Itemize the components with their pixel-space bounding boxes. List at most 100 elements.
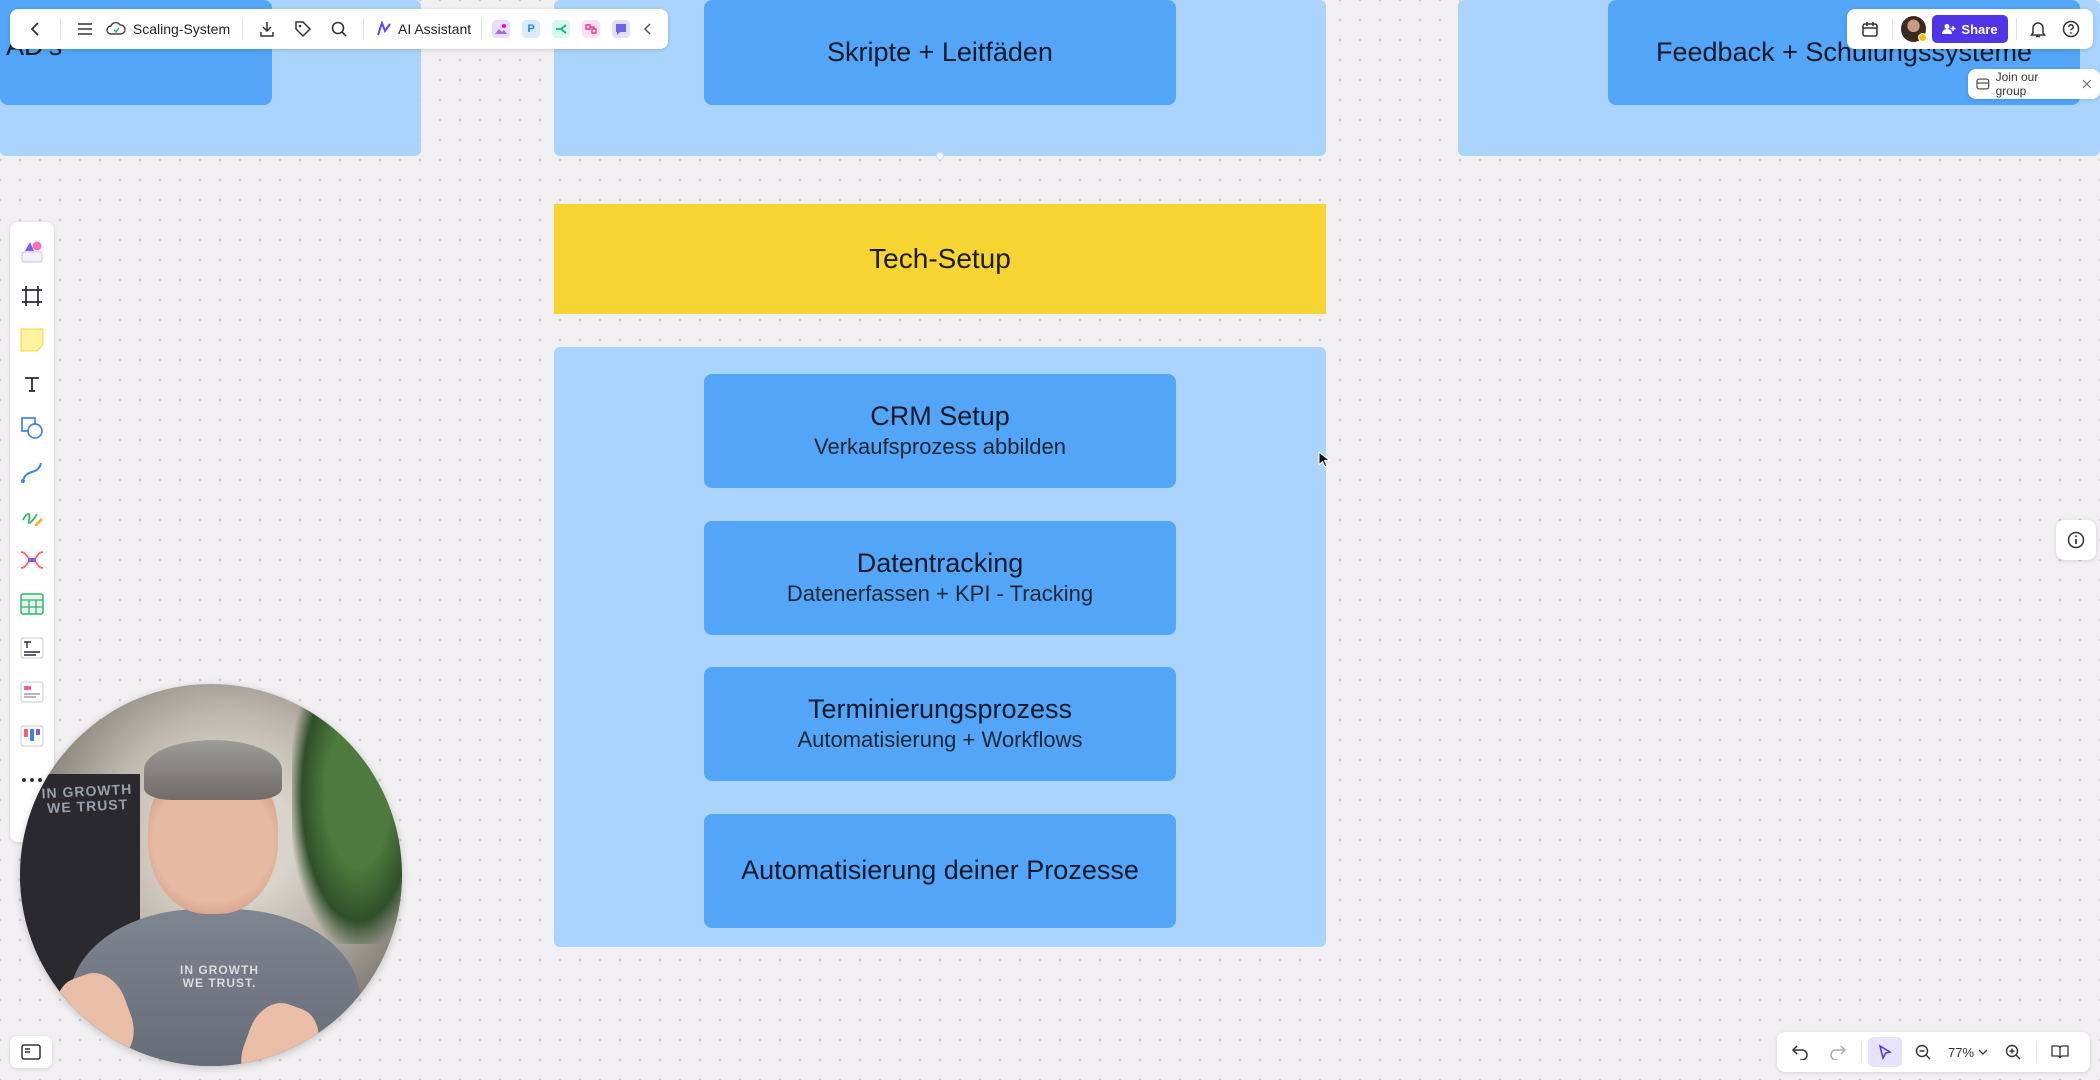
card-subtitle: Datenerfassen + KPI - Tracking	[786, 581, 1094, 607]
text-tool[interactable]	[15, 367, 49, 401]
card-subtitle: Verkaufsprozess abbilden	[814, 434, 1066, 460]
board-panel-button[interactable]	[10, 1036, 52, 1068]
text-icon	[25, 377, 39, 392]
webcam-shirt-text: IN GROWTH WE TRUST.	[180, 963, 259, 990]
connector-line-icon	[21, 462, 42, 483]
card-title: Datentracking	[856, 548, 1024, 579]
ai-sparkle-icon	[377, 21, 391, 36]
card-tool[interactable]	[15, 675, 49, 709]
document-icon	[20, 637, 44, 659]
download-icon	[260, 22, 274, 37]
help-icon	[2063, 20, 2080, 38]
zoom-level[interactable]: 77%	[1944, 1045, 1992, 1060]
share-label: Share	[1961, 21, 1998, 37]
sticky-note-tool[interactable]	[15, 323, 49, 357]
p-app-icon[interactable]: P	[522, 20, 541, 38]
sidebar-panel-icon	[21, 1044, 41, 1060]
cloud-sync-icon	[103, 13, 129, 45]
section-header-tech-setup[interactable]: Tech-Setup	[554, 204, 1326, 314]
shapes-tool[interactable]	[15, 411, 49, 445]
divider	[1861, 1041, 1862, 1063]
webcam-shirt-line-1: IN GROWTH	[180, 963, 259, 977]
webcam-sign-text: IN GROWTH WE TRUST	[41, 781, 133, 817]
pen-tool[interactable]	[15, 499, 49, 533]
export-button[interactable]	[249, 13, 285, 45]
ai-assistant-label: AI Assistant	[398, 21, 472, 37]
kanban-icon	[20, 725, 44, 747]
ai-assistant-button[interactable]: AI Assistant	[370, 21, 477, 37]
notifications-button[interactable]	[2025, 13, 2052, 45]
share-button[interactable]: Share	[1932, 15, 2008, 43]
book-icon	[2051, 1045, 2069, 1059]
shapes-icon	[21, 417, 43, 439]
shapes-templates-icon	[21, 241, 43, 263]
calendar-button[interactable]	[1855, 13, 1884, 45]
user-avatar[interactable]	[1901, 16, 1928, 42]
connector-tool[interactable]	[15, 455, 49, 489]
card-crm-setup[interactable]: CRM Setup Verkaufsprozess abbilden	[704, 374, 1176, 488]
collapse-apps-button[interactable]	[636, 13, 660, 45]
user-plus-icon	[1942, 24, 1956, 34]
card-title: CRM Setup	[870, 401, 1010, 432]
divider	[363, 18, 364, 40]
redo-button[interactable]	[1821, 1037, 1855, 1067]
undo-icon	[1791, 1045, 1808, 1060]
cursor-arrow-icon	[1878, 1044, 1892, 1060]
divider	[481, 18, 483, 40]
board-name[interactable]: Scaling-System	[132, 21, 231, 37]
hamburger-icon	[77, 23, 92, 35]
diagram-app-icon[interactable]	[582, 20, 601, 38]
mindmap-icon	[20, 551, 44, 569]
divider	[242, 18, 244, 40]
card-skripte[interactable]: Skripte + Leitfäden	[704, 0, 1176, 105]
chevron-left-icon	[643, 23, 651, 35]
info-icon	[2067, 531, 2085, 549]
left-toolbar	[10, 222, 54, 842]
undo-button[interactable]	[1783, 1037, 1817, 1067]
tag-button[interactable]	[285, 13, 321, 45]
board-map-button[interactable]	[2043, 1037, 2077, 1067]
bell-icon	[2030, 22, 2047, 38]
help-button[interactable]	[2058, 13, 2085, 45]
close-icon[interactable]	[2082, 79, 2092, 89]
frame-tool[interactable]	[15, 279, 49, 313]
kanban-tool[interactable]	[15, 719, 49, 753]
redo-icon	[1830, 1045, 1847, 1060]
pen-icon	[22, 513, 43, 526]
divider	[1892, 18, 1894, 40]
image-app-icon[interactable]	[492, 20, 511, 38]
top-toolbar: Scaling-System AI Assistant P	[10, 9, 668, 49]
zoom-out-button[interactable]	[1906, 1037, 1940, 1067]
info-button[interactable]	[2056, 520, 2096, 560]
text-doc-tool[interactable]	[15, 631, 49, 665]
webcam-plant	[292, 694, 402, 944]
join-group-banner[interactable]: Join our group	[1968, 69, 2100, 99]
divider	[2015, 18, 2017, 40]
select-mode-button[interactable]	[1868, 1037, 1902, 1067]
group-icon	[1976, 78, 1990, 90]
card-datentracking[interactable]: Datentracking Datenerfassen + KPI - Trac…	[704, 521, 1176, 635]
main-menu-button[interactable]	[67, 13, 103, 45]
divider	[59, 18, 61, 40]
calendar-icon	[1861, 22, 1878, 37]
tag-icon	[295, 21, 312, 38]
search-button[interactable]	[321, 13, 357, 45]
search-icon	[331, 21, 347, 37]
card-title: Terminierungsprozess	[807, 694, 1073, 725]
chat-app-icon[interactable]	[612, 20, 630, 38]
flow-app-icon[interactable]	[552, 20, 571, 38]
zoom-in-button[interactable]	[1996, 1037, 2030, 1067]
card-subtitle: Automatisierung + Workflows	[797, 727, 1083, 753]
templates-tool[interactable]	[15, 235, 49, 269]
zoom-level-value: 77%	[1948, 1044, 1975, 1060]
zoom-in-icon	[2005, 1044, 2021, 1060]
card-terminierungsprozess[interactable]: Terminierungsprozess Automatisierung + W…	[704, 667, 1176, 781]
mindmap-tool[interactable]	[15, 543, 49, 577]
join-group-label: Join our group	[1995, 70, 2039, 98]
table-tool[interactable]	[15, 587, 49, 621]
zoom-out-icon	[1915, 1044, 1931, 1060]
card-automatisierung[interactable]: Automatisierung deiner Prozesse	[704, 814, 1176, 928]
webcam-overlay: IN GROWTH WE TRUST IN GROWTH WE TRUST.	[20, 684, 402, 1066]
back-button[interactable]	[18, 13, 54, 45]
connector-dot	[936, 152, 944, 160]
